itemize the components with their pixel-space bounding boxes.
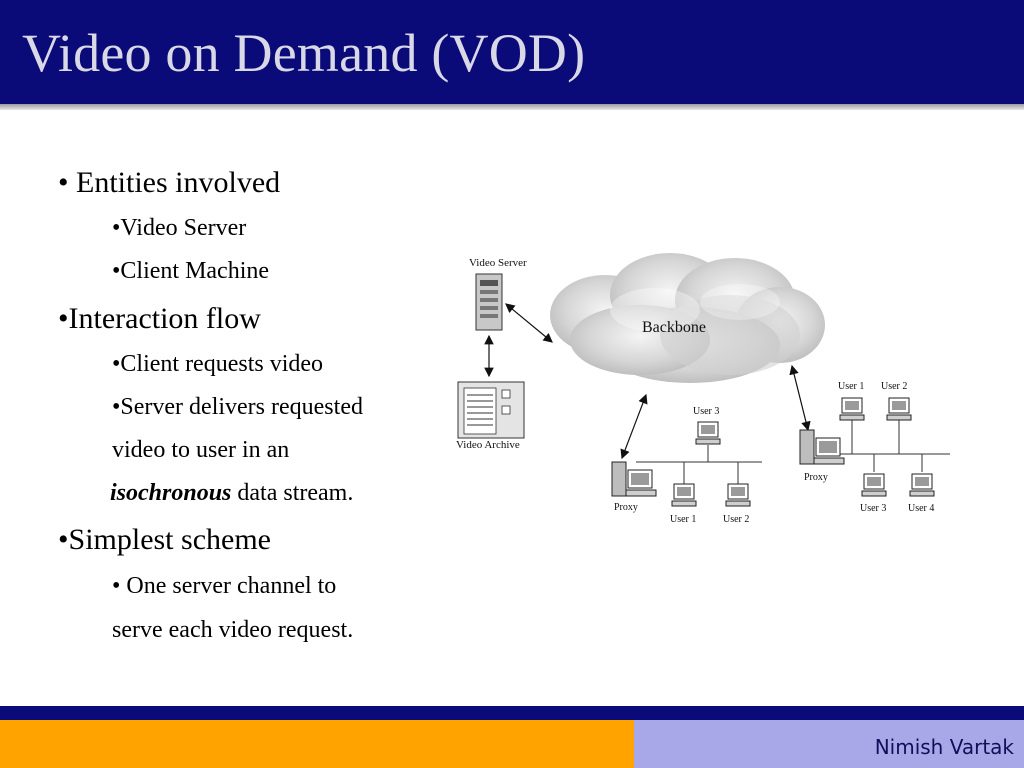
right-lan [832,420,950,472]
left-proxy-label: Proxy [614,502,638,513]
right-proxy-label: Proxy [804,472,828,483]
bullet-scheme-line1: • One server channel to [112,573,337,599]
video-server-icon [475,273,503,331]
left-user3-computer [695,421,721,445]
bullet-flow-heading: •Interaction flow [58,302,261,335]
bullet-video-server: •Video Server [112,215,247,241]
right-user1-computer [839,397,865,421]
left-user2-label: User 2 [723,514,749,525]
flow-deliver-rest: data stream. [231,480,354,506]
left-user1-label: User 1 [670,514,696,525]
right-user4-label: User 4 [908,503,934,514]
right-proxy-icon [799,429,845,465]
bullet-flow-request: •Client requests video [112,351,324,377]
right-user2-computer [886,397,912,421]
right-user4-computer [909,473,935,497]
bullet-entities-heading: • Entities involved [58,166,281,199]
video-archive-icon [457,381,525,439]
left-user1-computer [671,483,697,507]
bullet-scheme-heading: •Simplest scheme [58,523,271,556]
left-lan [636,445,762,484]
backbone-cloud [550,253,825,383]
slide-title: Video on Demand (VOD) [22,23,586,83]
footer-author-band: Nimish Vartak [634,720,1024,768]
footer-navy-band [0,706,1024,720]
right-user3-computer [861,473,887,497]
bullet-scheme-line2: serve each video request. [112,617,354,643]
video-archive-label: Video Archive [456,439,520,451]
right-user1-label: User 1 [838,381,864,392]
footer-orange-band [0,720,634,768]
left-user2-computer [725,483,751,507]
title-shadow [0,104,1024,110]
isochronous-emphasis: isochronous [110,480,232,506]
right-user2-label: User 2 [881,381,907,392]
bullet-flow-deliver-line2: video to user in an [112,437,290,463]
vod-network-diagram: Backbone Video Server Video Archive [456,253,950,525]
left-user3-label: User 3 [693,406,719,417]
left-proxy-icon [611,461,657,497]
server-backbone-arrow [505,303,553,343]
author-name: Nimish Vartak [874,735,1014,759]
backbone-label: Backbone [642,319,706,336]
right-user3-label: User 3 [860,503,886,514]
bullet-client-machine: •Client Machine [112,258,270,284]
title-bar: Video on Demand (VOD) [0,0,1024,104]
bullet-flow-deliver-line3: isochronous data stream. [110,481,353,505]
backbone-left-proxy-arrow [620,393,648,460]
bullet-flow-deliver-line1: •Server delivers requested [112,394,363,420]
video-server-label: Video Server [469,257,527,269]
backbone-right-proxy-arrow [789,364,811,432]
